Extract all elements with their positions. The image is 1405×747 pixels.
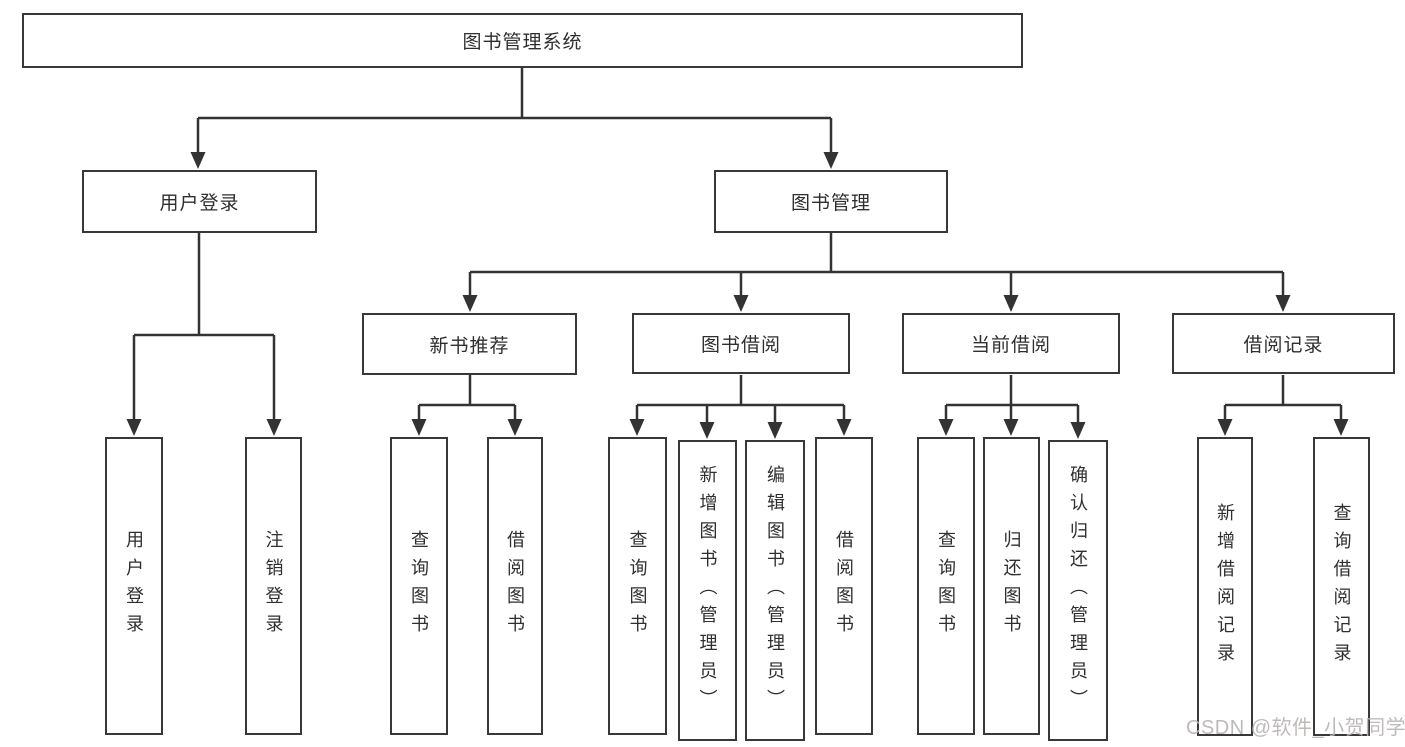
- node-leaf-query-books-2-label: 查询图书: [627, 530, 648, 642]
- node-leaf-user-login: 用户登录: [105, 437, 163, 735]
- node-leaf-query-books-3: 查询图书: [917, 437, 975, 735]
- node-leaf-query-borrow-record-label: 查询借阅记录: [1331, 502, 1352, 671]
- node-leaf-confirm-return-admin: 确认归还（管理员）: [1048, 440, 1108, 741]
- node-book-borrowing: 图书借阅: [632, 313, 850, 374]
- csdn-watermark: CSDN @软件_小贺同学: [1186, 717, 1405, 739]
- node-leaf-add-books-admin-label: 新增图书（管理员）: [697, 464, 718, 717]
- node-leaf-add-borrow-record: 新增借阅记录: [1197, 437, 1253, 736]
- node-leaf-logout-label: 注销登录: [263, 530, 284, 642]
- node-new-book-recommendation: 新书推荐: [362, 313, 577, 375]
- node-new-book-recommendation-label: 新书推荐: [429, 335, 510, 357]
- node-borrowing-records: 借阅记录: [1172, 313, 1395, 374]
- node-leaf-query-books-1-label: 查询图书: [409, 530, 429, 642]
- node-book-management-branch-label: 图书管理: [790, 193, 871, 214]
- node-library-system: 图书管理系统: [22, 13, 1023, 68]
- node-leaf-edit-books-admin-label: 编辑图书（管理员）: [765, 464, 785, 717]
- node-leaf-edit-books-admin: 编辑图书（管理员）: [745, 440, 805, 741]
- node-leaf-add-borrow-record-label: 新增借阅记录: [1215, 502, 1235, 671]
- node-leaf-borrow-books-1-label: 借阅图书: [505, 530, 525, 642]
- node-user-login-branch: 用户登录: [82, 170, 317, 233]
- node-current-borrowing-label: 当前借阅: [970, 335, 1051, 356]
- node-current-borrowing: 当前借阅: [902, 313, 1120, 374]
- node-user-login-branch-label: 用户登录: [159, 193, 240, 214]
- node-leaf-logout: 注销登录: [245, 437, 302, 735]
- node-leaf-confirm-return-admin-label: 确认归还（管理员）: [1068, 464, 1088, 717]
- node-leaf-add-books-admin: 新增图书（管理员）: [678, 440, 737, 741]
- node-borrowing-records-label: 借阅记录: [1243, 335, 1324, 356]
- node-leaf-user-login-label: 用户登录: [124, 530, 144, 642]
- node-book-borrowing-label: 图书借阅: [700, 335, 781, 356]
- node-leaf-query-borrow-record: 查询借阅记录: [1313, 437, 1370, 736]
- node-leaf-return-books: 归还图书: [983, 437, 1040, 735]
- node-leaf-query-books-2: 查询图书: [608, 437, 667, 735]
- node-leaf-query-books-1: 查询图书: [390, 437, 448, 735]
- node-leaf-borrow-books-1: 借阅图书: [487, 437, 543, 735]
- node-leaf-borrow-books-2-label: 借阅图书: [834, 530, 854, 642]
- node-book-management-branch: 图书管理: [714, 170, 948, 233]
- node-leaf-return-books-label: 归还图书: [1001, 530, 1022, 642]
- node-library-system-label: 图书管理系统: [462, 32, 583, 53]
- node-leaf-query-books-3-label: 查询图书: [936, 530, 956, 642]
- node-leaf-borrow-books-2: 借阅图书: [815, 437, 873, 735]
